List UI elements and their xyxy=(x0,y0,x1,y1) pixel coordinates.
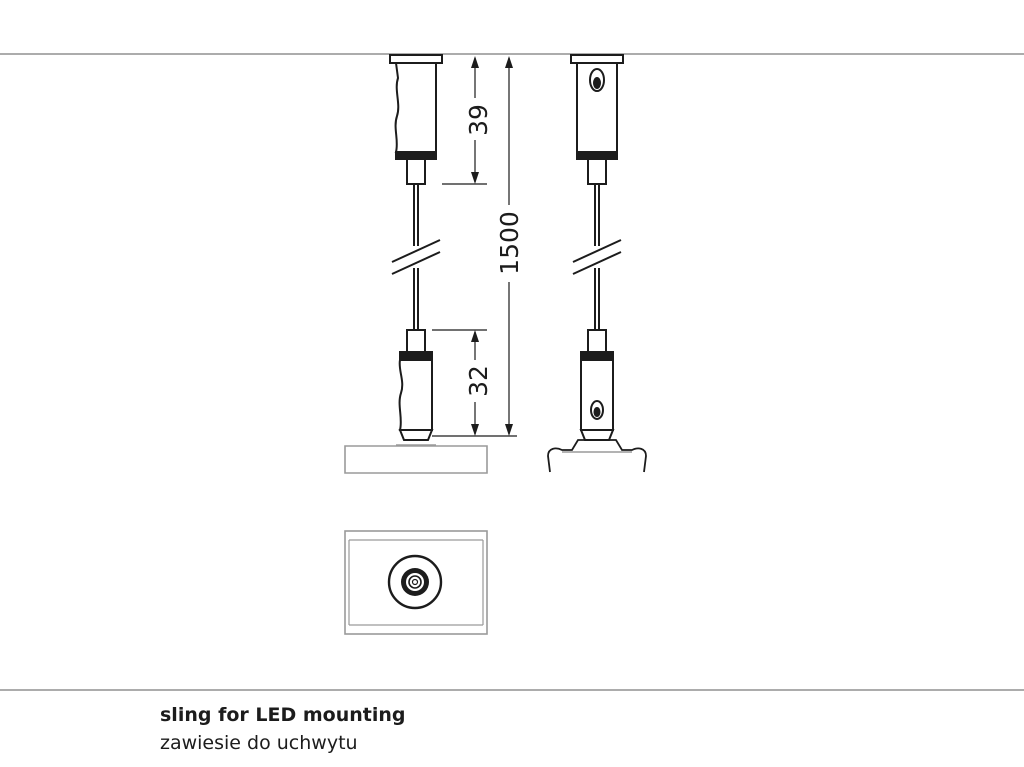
top-down-view xyxy=(344,530,488,635)
cable-side xyxy=(391,184,441,330)
top-fixture-front xyxy=(570,54,624,185)
led-profile-side xyxy=(344,445,488,474)
dimension-label-32: 32 xyxy=(464,365,493,397)
dimension-32 xyxy=(432,329,517,437)
bottom-fixture-front xyxy=(579,329,615,441)
dimension-39 xyxy=(442,56,487,185)
profile-outline xyxy=(344,530,488,635)
dimension-label-1500: 1500 xyxy=(495,211,524,275)
mount-circle xyxy=(387,554,443,610)
product-subtitle: zawiesie do uchwytu xyxy=(160,732,358,754)
top-fixture-side xyxy=(389,54,443,185)
led-profile-front xyxy=(547,439,647,473)
cable-front xyxy=(572,184,622,330)
product-title: sling for LED mounting xyxy=(160,704,406,726)
dimension-1500 xyxy=(505,56,513,436)
dimension-label-39: 39 xyxy=(464,104,493,136)
side-view xyxy=(344,54,488,474)
front-view xyxy=(547,54,647,473)
bottom-fixture-side xyxy=(398,329,434,441)
